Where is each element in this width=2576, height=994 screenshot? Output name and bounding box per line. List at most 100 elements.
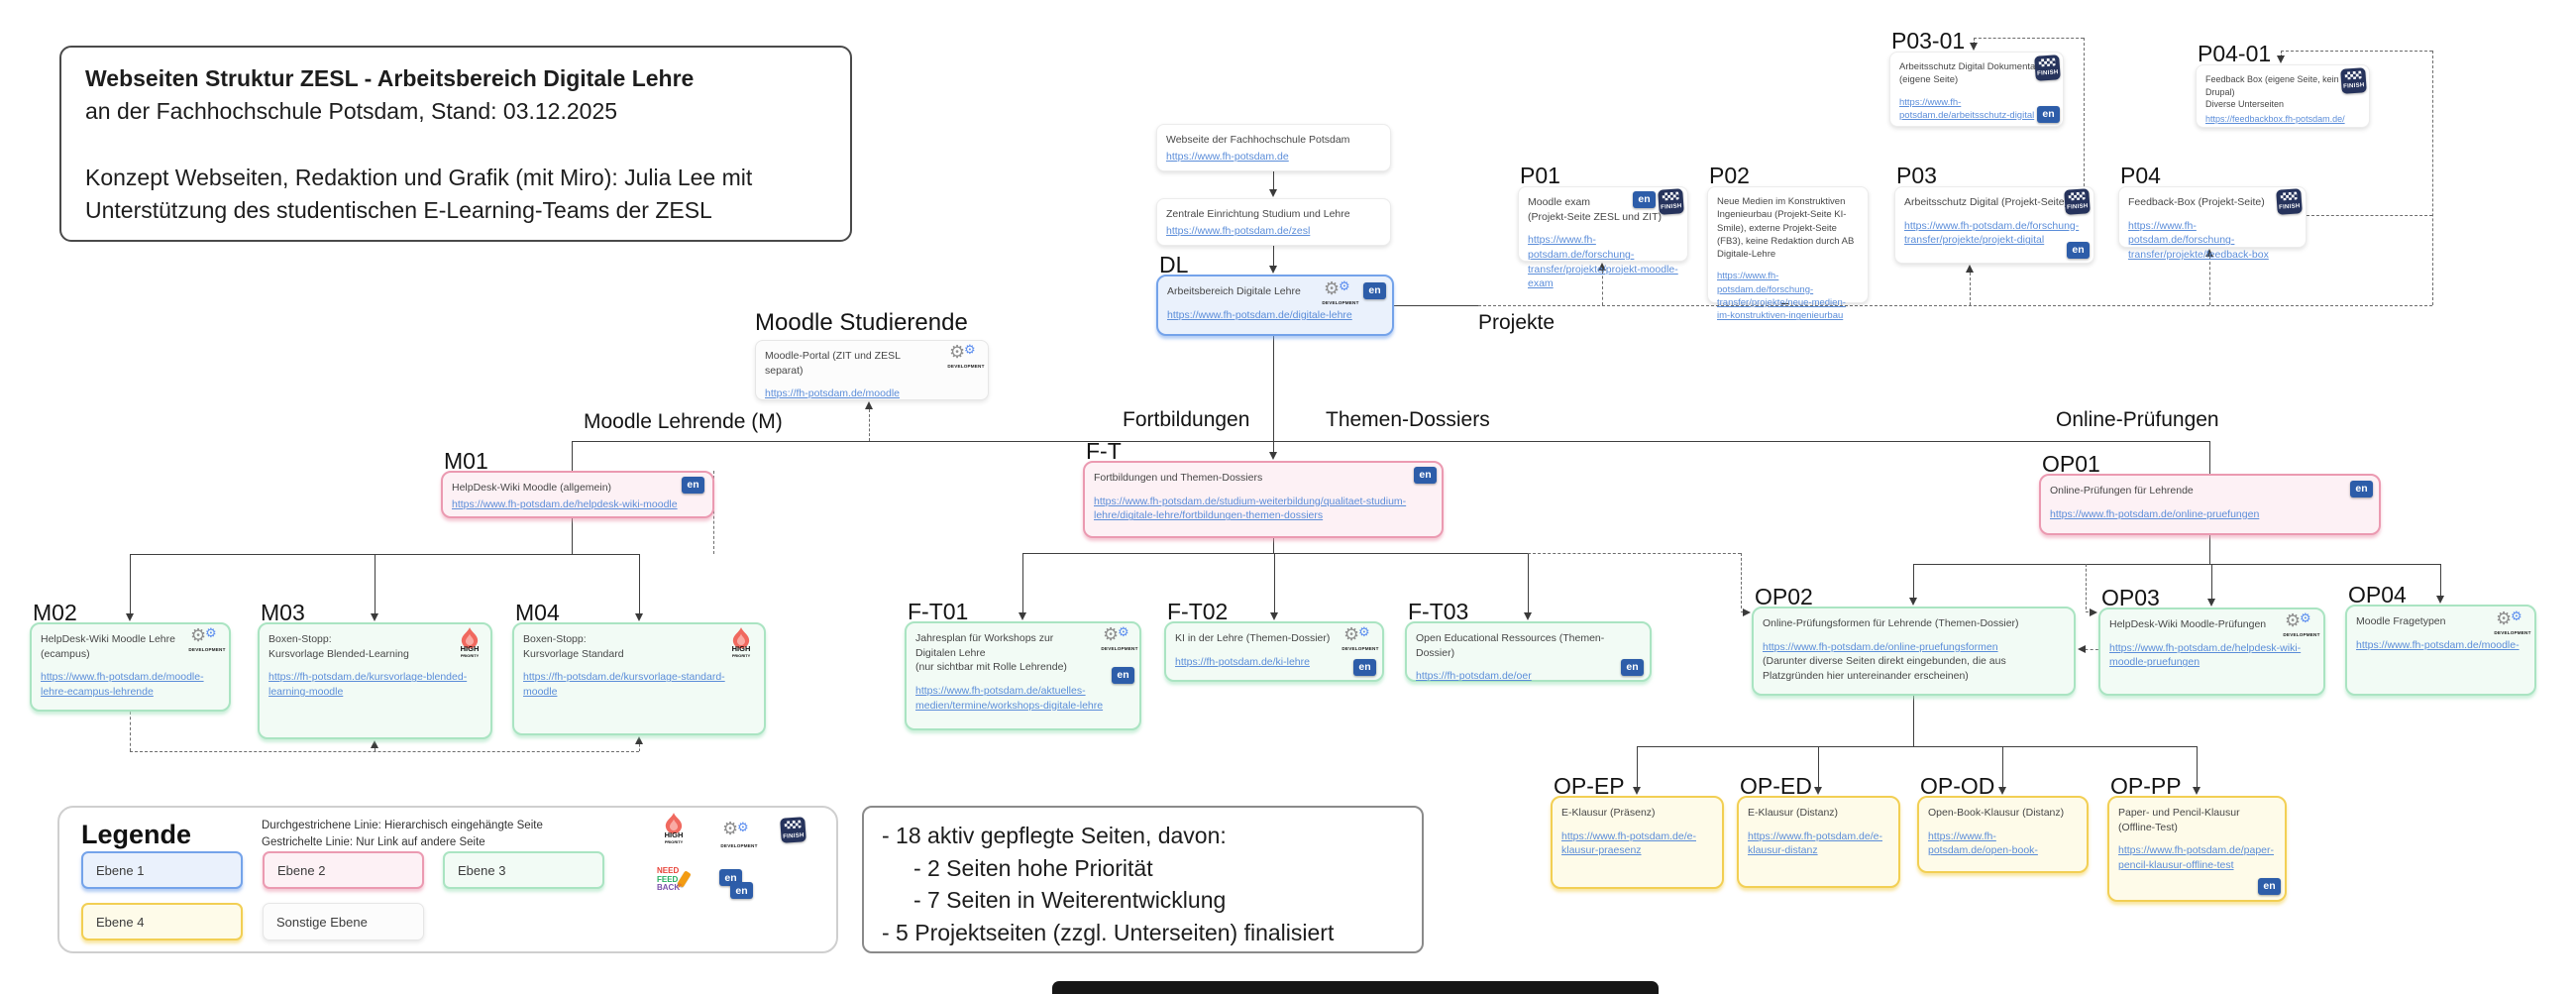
node-id-label: OP-OD xyxy=(1920,773,1995,799)
connector-arrowhead xyxy=(2078,644,2086,653)
badge-slot: en xyxy=(2350,481,2373,497)
node-link[interactable]: https://www.fh-potsdam.de/forschung-tran… xyxy=(1904,219,2080,247)
node-link[interactable]: https://www.fh-potsdam.de/arbeitsschutz-… xyxy=(1899,96,2035,121)
node-link[interactable]: https://www.fh-potsdam.de/paper-pencil-k… xyxy=(2118,844,2274,872)
en-language-badge: en xyxy=(1414,467,1437,484)
node-link[interactable]: https://fh-potsdam.de/kursvorlage-blende… xyxy=(268,671,468,699)
hierarchy-connector-line xyxy=(2002,746,2003,789)
node-link[interactable]: https://www.fh-potsdam.de/digitale-lehre xyxy=(1167,308,1352,321)
link-connector-line xyxy=(375,748,376,751)
node-link[interactable]: https://www.fh-potsdam.de/helpdesk-wiki-… xyxy=(2109,641,2302,669)
node-link[interactable]: https://www.fh-potsdam.de/e-klausur-dist… xyxy=(1748,829,1882,857)
node-link[interactable]: https://www.fh-potsdam.de/studium-weiter… xyxy=(1094,495,1407,522)
node-title: Feedback Box (eigene Seite, kein Drupal)… xyxy=(2205,74,2339,110)
link-connector-line xyxy=(639,744,640,751)
node-link[interactable]: https://fh-potsdam.de/oer xyxy=(1416,670,1532,683)
node-link[interactable]: https://www.fh-potsdam.de/aktuelles-medi… xyxy=(915,685,1104,712)
node-id-label: P04-01 xyxy=(2198,41,2272,66)
node-link[interactable]: https://www.fh-potsdam.de/helpdesk-wiki-… xyxy=(452,497,678,510)
hierarchy-connector-line xyxy=(1637,746,2197,747)
stats-line: - 18 aktiv gepflegte Seiten, davon: xyxy=(882,823,1227,848)
node-link[interactable]: https://www.fh-potsdam.de xyxy=(1166,150,1289,163)
hierarchy-connector-line xyxy=(2209,441,2210,474)
finish-flag-icon: FINISH xyxy=(780,817,806,843)
node-id-label: M01 xyxy=(444,448,488,474)
link-connector-line xyxy=(2086,564,2087,609)
node-id-label: OP-ED xyxy=(1740,773,1812,799)
development-gears-icon: ⚙⚙DEVELOPMENT xyxy=(947,342,985,369)
node-link[interactable]: https://www.fh-potsdam.de/forschung-tran… xyxy=(1717,271,1846,322)
node-link[interactable]: https://www.fh-potsdam.de/forschung-tran… xyxy=(1528,234,1678,290)
development-gears-icon: ⚙⚙DEVELOPMENT xyxy=(2494,608,2531,635)
hierarchy-connector-line xyxy=(130,554,639,555)
legend-heading: Legende xyxy=(81,820,192,849)
node-id-label: P03-01 xyxy=(1891,28,1966,54)
legend-chip-pink: Ebene 2 xyxy=(263,851,424,889)
badge-slot: ⚙⚙DEVELOPMENT xyxy=(947,342,985,375)
legend-chip-blue: Ebene 1 xyxy=(81,851,243,889)
node-link[interactable]: https://fh-potsdam.de/kursvorlage-standa… xyxy=(523,671,725,699)
node-link[interactable]: https://fh-potsdam.de/moodle xyxy=(765,387,900,400)
node-id-label: F-T xyxy=(1086,438,1122,464)
node-id-label: M02 xyxy=(33,600,77,625)
node-link[interactable]: https://www.fh-potsdam.de/open-book- xyxy=(1928,829,2038,857)
node-id-label: P04 xyxy=(2120,163,2161,188)
node-link[interactable]: https://www.fh-potsdam.de/moodle- xyxy=(2356,638,2520,651)
legend-note-dashed-line: Gestrichelte Linie: Nur Link auf andere … xyxy=(262,836,485,849)
connector-arrowhead xyxy=(1969,43,1978,51)
hierarchy-connector-line xyxy=(572,518,573,554)
node-moodle-portal[interactable]: Moodle-Portal (ZIT und ZESL separat)http… xyxy=(755,340,989,400)
legend-chip-yellow: Ebene 4 xyxy=(81,903,243,940)
node-link[interactable]: https://feedbackbox.fh-potsdam.de/ xyxy=(2205,113,2345,124)
badge-slot: ⚙⚙DEVELOPMENT xyxy=(1101,624,1137,657)
node-title: Boxen-Stopp: Kursvorlage Standard xyxy=(523,633,624,660)
node-link[interactable]: https://www.fh-potsdam.de/moodle-lehre-e… xyxy=(41,671,204,699)
node-link[interactable]: https://www.fh-potsdam.de/online-pruefun… xyxy=(1763,640,1998,653)
stats-line: - 2 Seiten hohe Priorität xyxy=(882,854,1153,881)
node-link[interactable]: https://www.fh-potsdam.de/online-pruefun… xyxy=(2050,507,2260,520)
connector-arrowhead xyxy=(1268,189,1277,197)
en-language-badge: en xyxy=(1353,659,1376,676)
node-link[interactable]: https://fh-potsdam.de/ki-lehre xyxy=(1175,655,1310,668)
hierarchy-connector-line xyxy=(572,441,2209,442)
badge-slot: en xyxy=(682,477,704,494)
node-link[interactable]: https://www.fh-potsdam.de/e-klausur-prae… xyxy=(1561,829,1696,857)
finish-flag-icon: FINISH xyxy=(2340,67,2367,94)
node-link[interactable]: https://www.fh-potsdam.de/zesl xyxy=(1166,224,1311,237)
link-connector-line xyxy=(2209,257,2210,305)
hierarchy-connector-line xyxy=(1273,243,1274,271)
node-link[interactable]: https://www.fh-potsdam.de/forschung-tran… xyxy=(2128,219,2269,262)
finish-flag-icon: FINISH xyxy=(2276,188,2303,215)
node-id-label: OP-EP xyxy=(1554,773,1625,799)
